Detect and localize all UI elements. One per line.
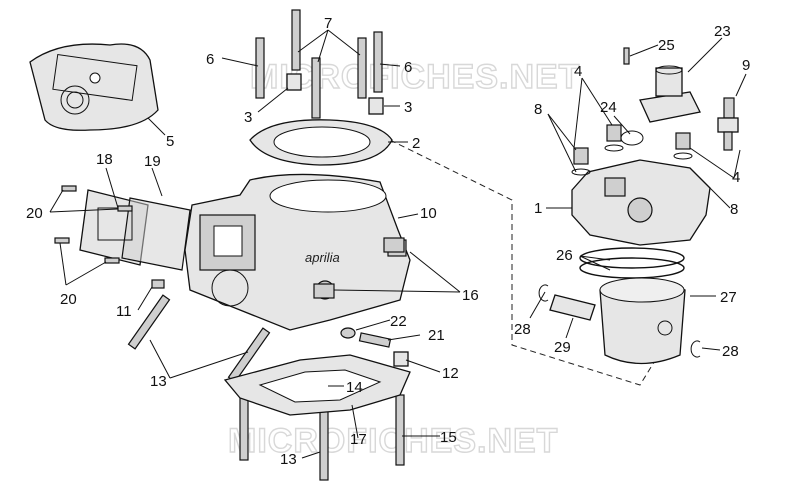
callout-15: 15	[440, 429, 457, 446]
callout-6-right: 6	[404, 59, 412, 76]
callout-21: 21	[428, 327, 445, 344]
watermark-top: MICROFICHES.NET	[250, 58, 580, 96]
head-gasket-2	[249, 119, 393, 166]
callout-9: 9	[742, 57, 750, 74]
piston-pin-29	[549, 294, 596, 321]
callout-5: 5	[166, 133, 174, 150]
clip-28-right	[690, 340, 701, 358]
callout-3-right: 3	[404, 99, 412, 116]
studs-top	[255, 9, 384, 119]
callout-6-left: 6	[206, 51, 214, 68]
callout-28-right: 28	[722, 343, 739, 360]
watermark-bottom: MICROFICHES.NET	[228, 422, 558, 460]
brand-text: aprilia	[305, 250, 340, 265]
callout-24: 24	[600, 99, 617, 116]
callout-10: 10	[420, 205, 437, 222]
callout-14: 14	[346, 379, 363, 396]
cylinder-10: aprilia	[184, 173, 411, 331]
spark-plug-9	[717, 97, 739, 151]
studs-16	[313, 237, 405, 299]
callout-20-top: 20	[26, 205, 43, 222]
reed-valve-18-19	[79, 189, 191, 271]
callout-23: 23	[714, 23, 731, 40]
outlet-23-oring-24	[620, 47, 701, 146]
callout-labels: 7 6 6 3 3 5 2 10 18 19 20 20 11 16 22 21…	[26, 15, 750, 468]
callout-27: 27	[720, 289, 737, 306]
callout-8-left: 8	[534, 101, 542, 118]
nuts-4-8	[571, 124, 693, 176]
callout-4-top: 4	[574, 63, 582, 80]
base-gasket-14	[223, 354, 411, 416]
piston-27	[599, 277, 686, 365]
clip-28-left	[538, 284, 549, 302]
cylinder-head-1	[571, 159, 711, 246]
callout-1: 1	[534, 200, 542, 217]
screws-20	[54, 185, 133, 264]
cloth-part-5	[29, 43, 159, 131]
callout-29: 29	[554, 339, 571, 356]
callout-4-right: 4	[732, 169, 740, 186]
callout-12: 12	[442, 365, 459, 382]
callout-11: 11	[116, 303, 132, 320]
callout-19: 19	[144, 153, 161, 170]
callout-8-right: 8	[730, 201, 738, 218]
callout-26: 26	[556, 247, 573, 264]
callout-7: 7	[324, 15, 332, 32]
callout-18: 18	[96, 151, 113, 168]
callout-13-bottom: 13	[280, 451, 297, 468]
callout-28-left: 28	[514, 321, 531, 338]
callout-16: 16	[462, 287, 479, 304]
callout-17: 17	[350, 431, 367, 448]
callout-20-bottom: 20	[60, 291, 77, 308]
leader-lines	[49, 29, 747, 459]
callout-22: 22	[390, 313, 407, 330]
part-11	[151, 279, 165, 289]
callout-13-left: 13	[150, 373, 167, 390]
callout-3-left: 3	[244, 109, 252, 126]
callout-25: 25	[658, 37, 675, 54]
dashed-guide-line	[389, 139, 681, 386]
parts-21-22-12	[340, 327, 409, 367]
callout-2: 2	[412, 135, 420, 152]
